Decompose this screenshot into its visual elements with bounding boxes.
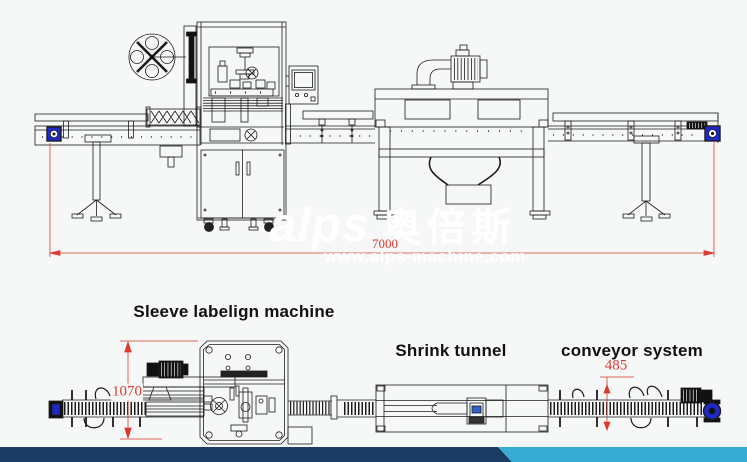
- outfeed-conveyor-side: [548, 112, 721, 222]
- transfer-conveyor-side: [285, 103, 375, 145]
- dimension-text-total-length: 7000: [372, 236, 398, 251]
- dimension-total-length: [49, 141, 715, 257]
- shrink-tunnel-side: [373, 44, 551, 220]
- watermark-url: www.alps-machine.com: [323, 247, 527, 266]
- dimension-text-conveyor-width: 485: [604, 357, 628, 374]
- footer-color-bar: [0, 447, 747, 462]
- sleeve-labeling-machine-side: [196, 21, 288, 232]
- shrink-tunnel-plan: [375, 384, 549, 433]
- watermark-brand-cjk: 奥倍斯: [381, 206, 517, 250]
- labeler-drive-plan: [141, 360, 236, 401]
- label-sleeve-labeling-machine: Sleeve labelign machine: [133, 302, 335, 321]
- dimension-text-labeler-width: 1070: [111, 383, 143, 401]
- dimension-conveyor-width: [600, 376, 634, 432]
- label-shrink-tunnel: Shrink tunnel: [395, 341, 507, 360]
- label-reel: [128, 25, 197, 127]
- label-conveyor-system: conveyor system: [561, 341, 703, 360]
- outfeed-conveyor-plan: [548, 385, 722, 429]
- watermark-brand: alps 奥倍斯: [270, 195, 517, 253]
- sleeve-labeling-machine-plan: [199, 340, 376, 445]
- watermark-brand-latin: alps: [269, 199, 370, 252]
- infeed-conveyor-side: [34, 106, 202, 222]
- hmi-control-panel: [286, 65, 319, 105]
